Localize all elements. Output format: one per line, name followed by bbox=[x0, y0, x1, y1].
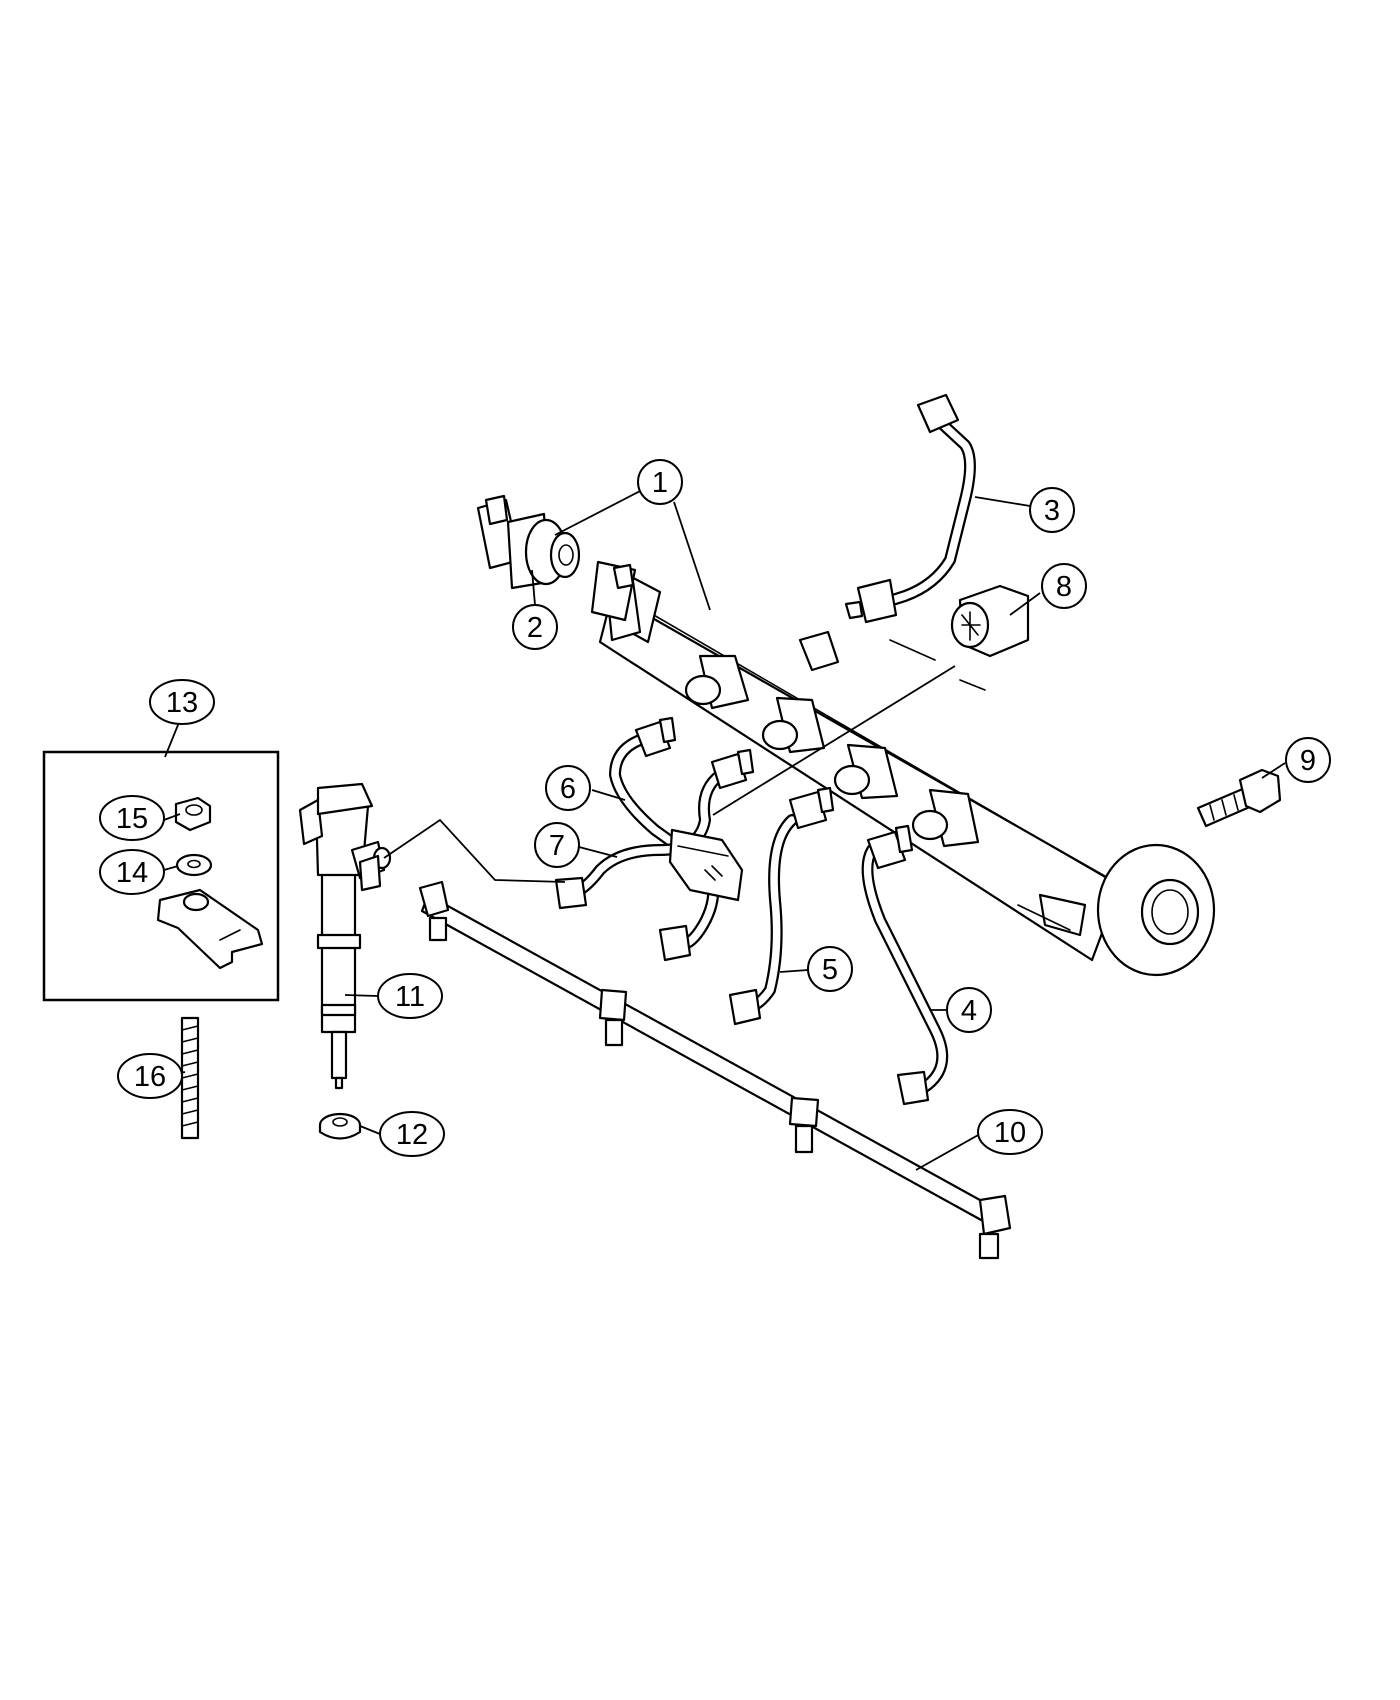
injector-line-7 bbox=[554, 748, 755, 910]
fuel-injector bbox=[298, 782, 392, 1090]
callout-10: 10 bbox=[977, 1109, 1043, 1155]
callout-15-label: 15 bbox=[116, 803, 148, 835]
return-line-tee-1 bbox=[598, 988, 628, 1047]
fuel-return-line bbox=[418, 880, 1012, 1260]
callout-12-label: 12 bbox=[396, 1119, 428, 1151]
callout-5: 5 bbox=[807, 946, 853, 992]
callout-4: 4 bbox=[946, 987, 992, 1033]
rail-plug bbox=[950, 584, 1030, 658]
callout-14: 14 bbox=[99, 849, 165, 895]
hex-nut bbox=[174, 796, 212, 832]
stud bbox=[180, 1016, 200, 1140]
callout-2-label: 2 bbox=[527, 612, 543, 644]
high-pressure-line bbox=[844, 393, 976, 624]
rail-port-4 bbox=[911, 788, 980, 848]
callout-8: 8 bbox=[1041, 563, 1087, 609]
fuel-rail bbox=[590, 560, 1216, 977]
bolt bbox=[1196, 768, 1282, 828]
callout-6-label: 6 bbox=[560, 773, 576, 805]
callout-13-label: 13 bbox=[166, 687, 198, 719]
callout-1-label: 1 bbox=[652, 467, 668, 499]
callout-3-label: 3 bbox=[1044, 495, 1060, 527]
callout-11: 11 bbox=[377, 973, 443, 1019]
callout-10-label: 10 bbox=[994, 1117, 1026, 1149]
rail-port-1 bbox=[684, 654, 750, 710]
callout-16-label: 16 bbox=[134, 1061, 166, 1093]
callout-4-label: 4 bbox=[961, 995, 977, 1027]
callout-7-label: 7 bbox=[549, 830, 565, 862]
callout-6: 6 bbox=[545, 765, 591, 811]
callout-9: 9 bbox=[1285, 737, 1331, 783]
callout-11-label: 11 bbox=[395, 981, 425, 1013]
callout-16: 16 bbox=[117, 1053, 183, 1099]
line-clamp bbox=[668, 828, 744, 902]
pressure-sensor bbox=[476, 494, 581, 590]
callout-1: 1 bbox=[637, 459, 683, 505]
rail-port-3 bbox=[833, 743, 899, 800]
callout-7: 7 bbox=[534, 822, 580, 868]
clamp-kit-frame bbox=[42, 750, 280, 1002]
callout-8-label: 8 bbox=[1056, 571, 1072, 603]
callout-14-label: 14 bbox=[116, 857, 148, 889]
leader-lines bbox=[163, 487, 1286, 1171]
callout-3: 3 bbox=[1029, 487, 1075, 533]
callout-2: 2 bbox=[512, 604, 558, 650]
flat-washer bbox=[175, 853, 213, 877]
callout-12: 12 bbox=[379, 1111, 445, 1157]
return-line-tee-2 bbox=[788, 1096, 820, 1154]
callout-15: 15 bbox=[99, 795, 165, 841]
injector-clamp bbox=[156, 888, 264, 970]
rail-port-2 bbox=[761, 696, 826, 754]
callout-13: 13 bbox=[149, 679, 215, 725]
callout-5-label: 5 bbox=[822, 954, 838, 986]
rail-pressure-valve bbox=[590, 560, 662, 644]
rail-end-cap bbox=[1096, 843, 1216, 977]
callout-9-label: 9 bbox=[1300, 745, 1316, 777]
injector-line-4 bbox=[861, 824, 949, 1106]
injector-line-5 bbox=[728, 786, 835, 1026]
injector-washer bbox=[318, 1112, 362, 1140]
